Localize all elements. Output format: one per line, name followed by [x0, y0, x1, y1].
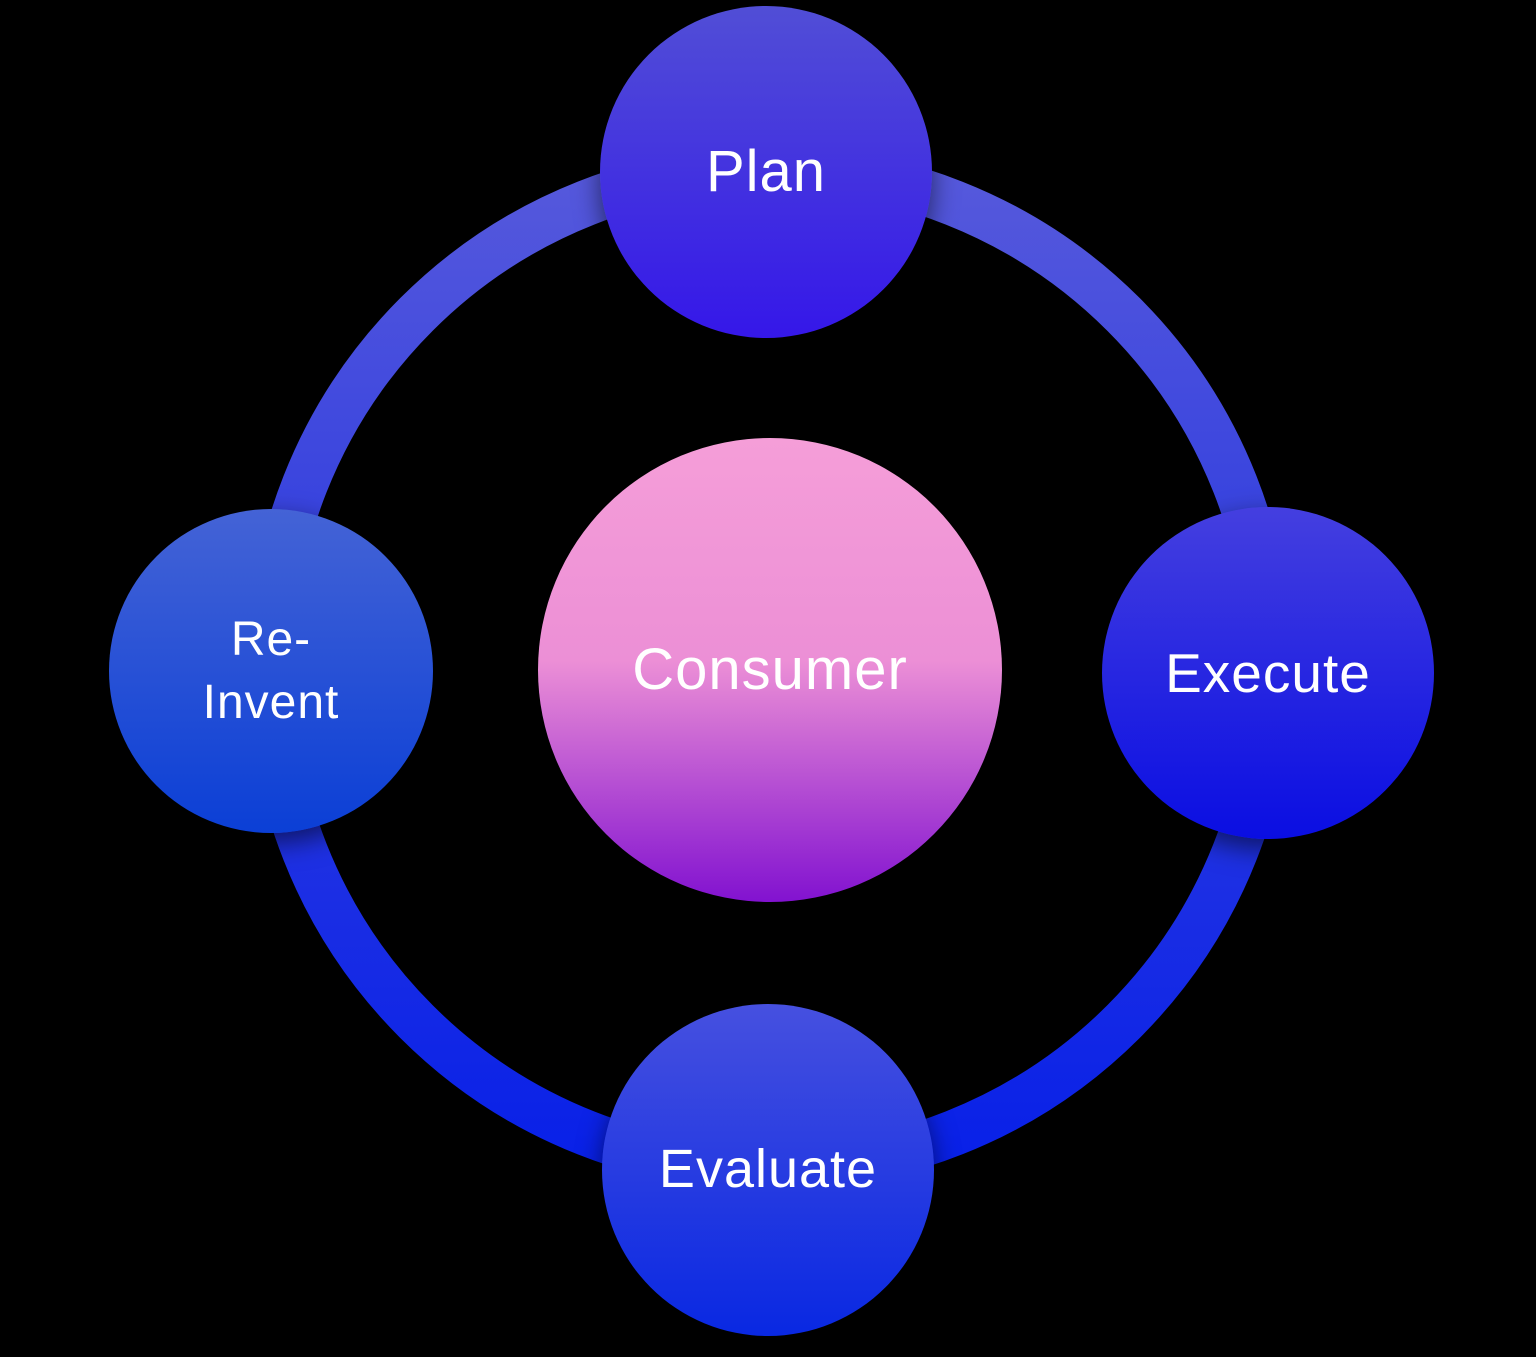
consumer-label: Consumer: [632, 636, 908, 702]
reinvent-node: Re- Invent: [109, 509, 433, 833]
evaluate-label: Evaluate: [658, 1139, 878, 1200]
evaluate-node: Evaluate: [602, 1004, 934, 1336]
execute-label: Execute: [1165, 641, 1371, 704]
plan-node: Plan: [600, 6, 932, 338]
consumer-node: Consumer: [538, 438, 1002, 902]
reinvent-label-line2: Invent: [202, 676, 340, 729]
reinvent-label-line1: Re-: [230, 612, 312, 666]
reinvent-label: Re- Invent: [203, 608, 340, 735]
execute-node: Execute: [1102, 507, 1434, 839]
plan-label: Plan: [705, 138, 827, 204]
